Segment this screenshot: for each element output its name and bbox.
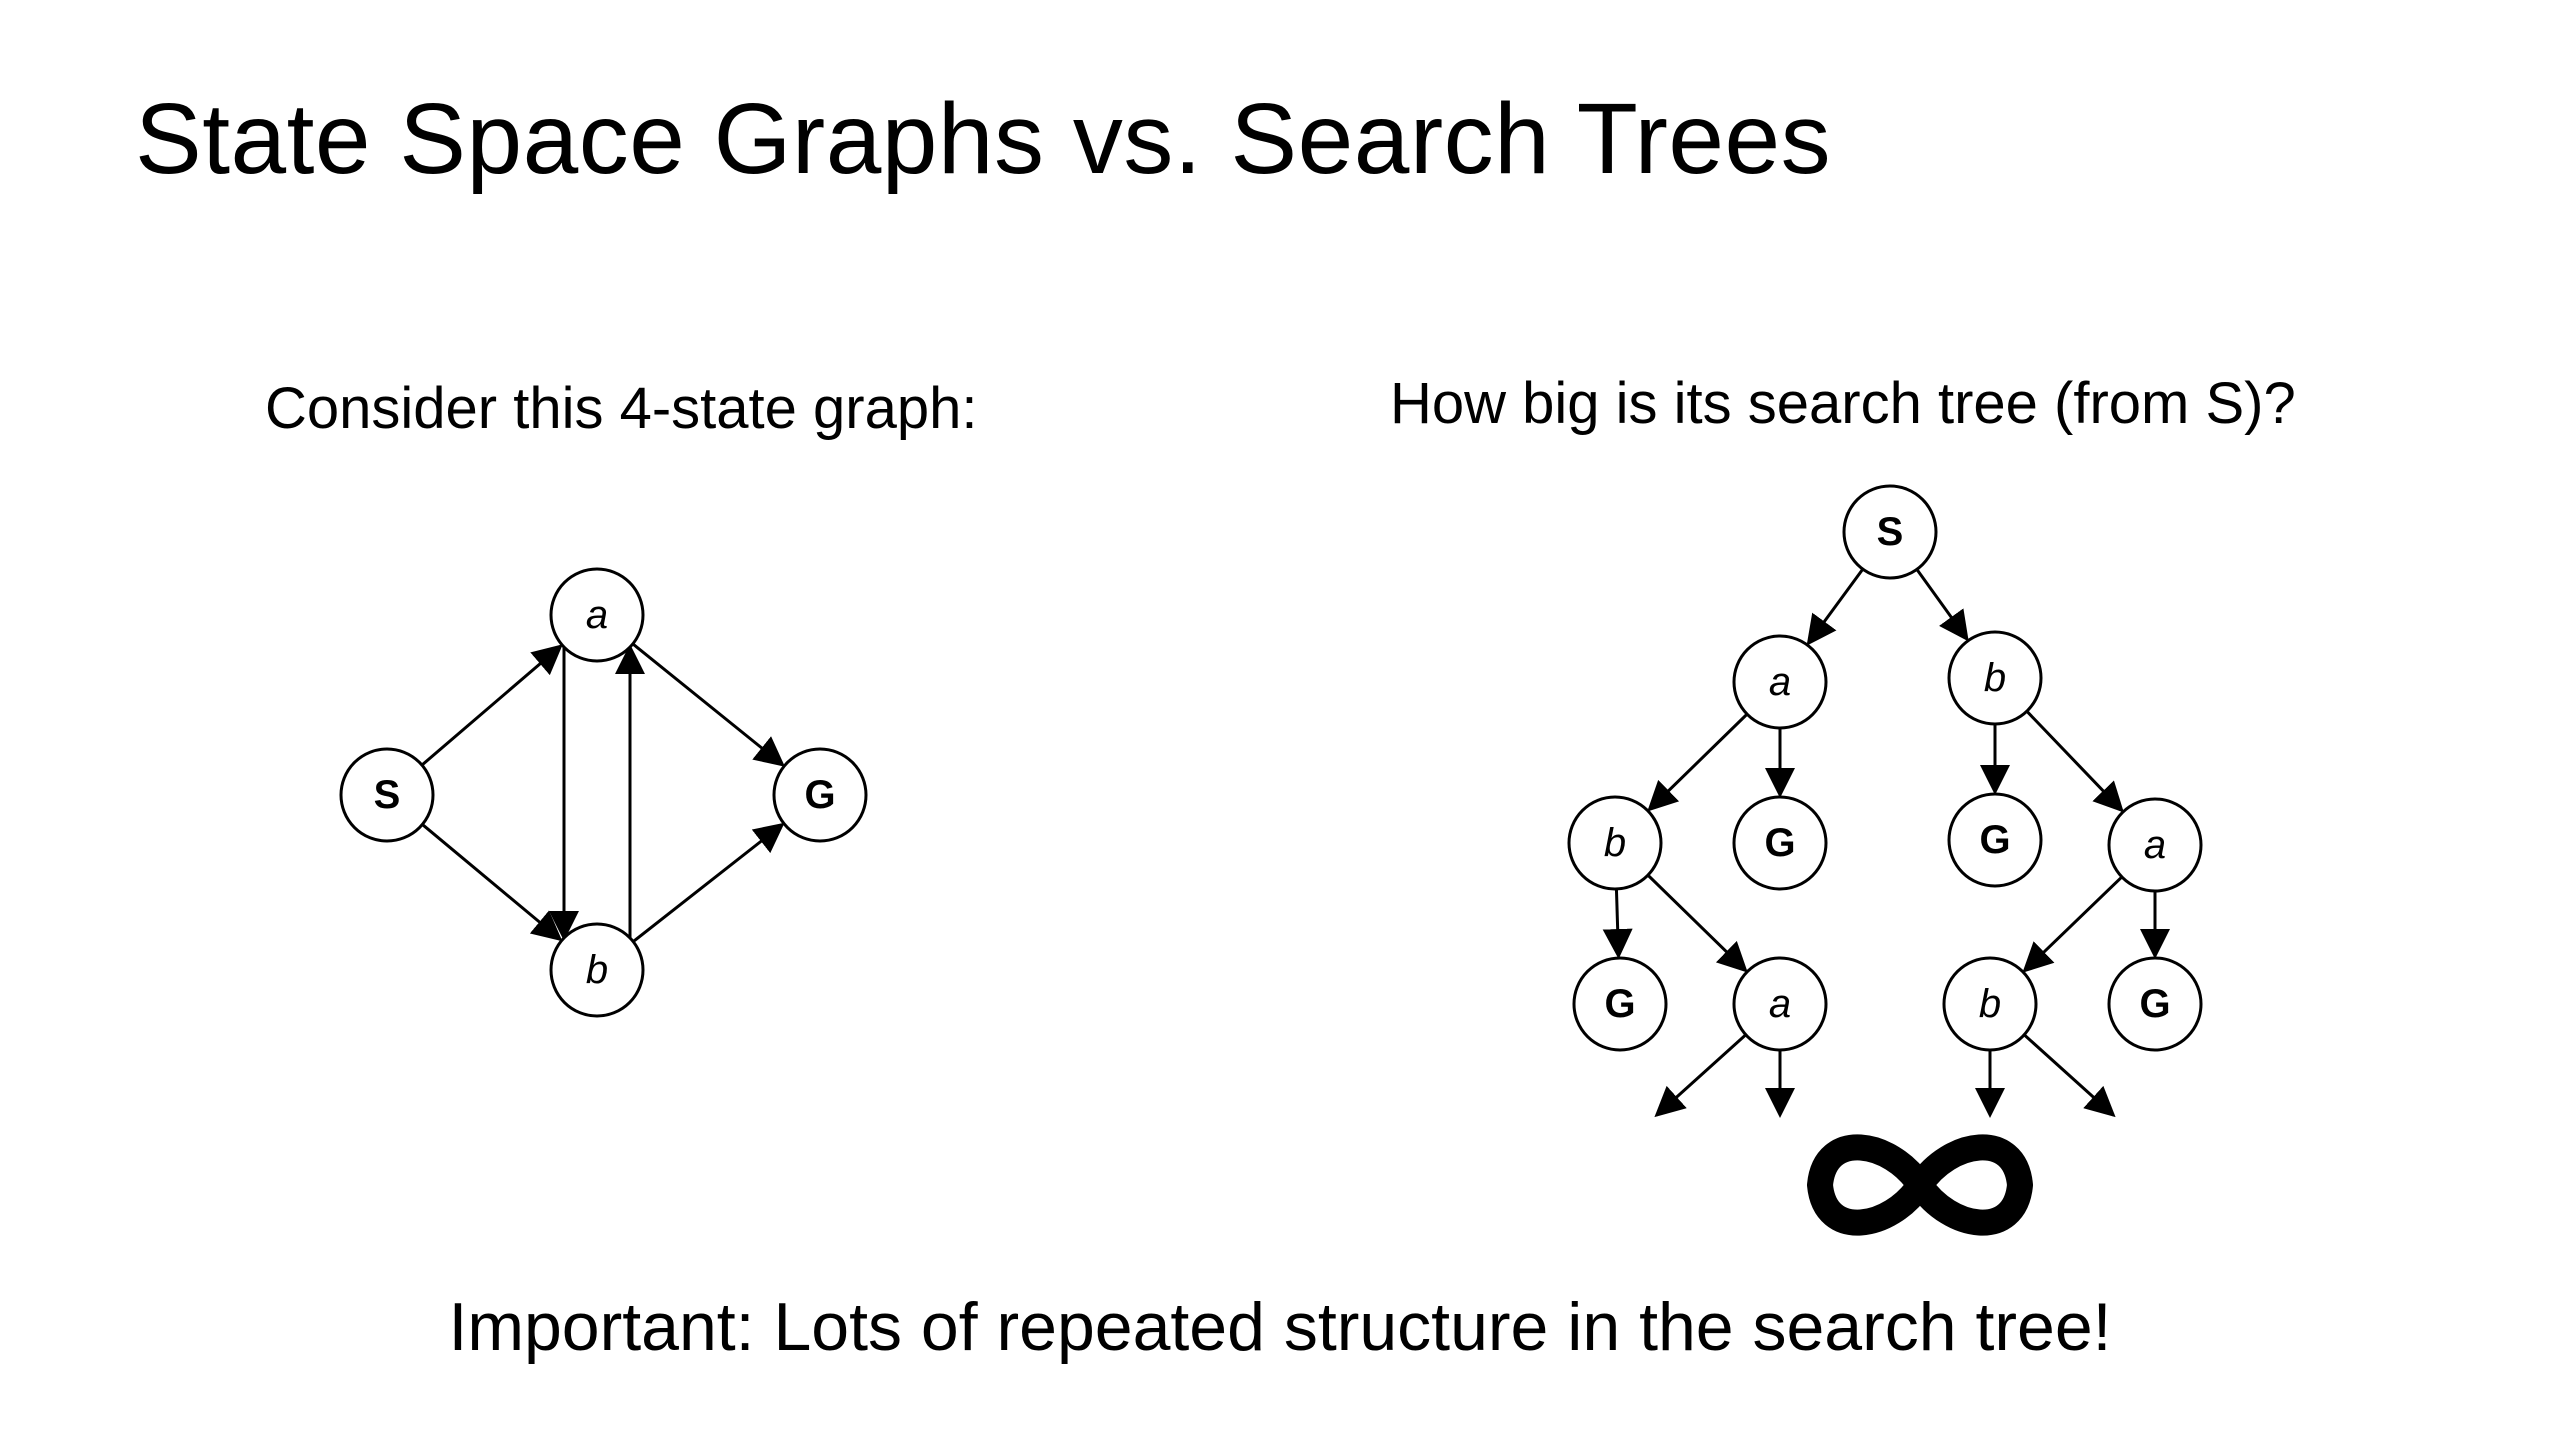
node-circle [1732, 795, 1828, 891]
tree-node-t_g3: G [1572, 956, 1668, 1052]
node-label: S [374, 773, 401, 817]
node-circle [2107, 797, 2203, 893]
node-circle [549, 567, 645, 663]
node-label: G [1764, 821, 1795, 865]
graph-node-g: G [772, 747, 868, 843]
node-label: a [586, 593, 608, 637]
node-label: G [804, 773, 835, 817]
node-circle [1732, 956, 1828, 1052]
tree-node-t_b1: b [1947, 630, 2043, 726]
graph-node-a: a [549, 567, 645, 663]
node-circle [1947, 792, 2043, 888]
graph-node-s: S [339, 747, 435, 843]
node-label: G [1979, 818, 2010, 862]
tree-node-t_g4: G [2107, 956, 2203, 1052]
node-label: a [1769, 982, 1791, 1026]
node-label: b [1979, 982, 2001, 1026]
graph-node-b: b [549, 922, 645, 1018]
node-circle [549, 922, 645, 1018]
slide-title: State Space Graphs vs. Search Trees [135, 83, 1832, 195]
node-circle [1567, 795, 1663, 891]
node-circle [339, 747, 435, 843]
tree-node-t_a1: a [1732, 634, 1828, 730]
node-label: G [1604, 982, 1635, 1026]
tree-continuation-t_a3-0 [1654, 1033, 1747, 1118]
tree-continuation-t_b3-1 [2023, 1033, 2116, 1118]
node-circle [1732, 634, 1828, 730]
node-label: a [1769, 660, 1791, 704]
graph-edge-b-g [632, 822, 785, 943]
graph-edge-a-g [631, 642, 785, 767]
tree-node-t_g2: G [1947, 792, 2043, 888]
tree-edge-t_S-t_a1 [1806, 568, 1865, 646]
state-space-graph: Sa b G [339, 567, 868, 1018]
node-label: b [1604, 821, 1626, 865]
node-label: a [2144, 823, 2166, 867]
right-caption: How big is its search tree (from S)? [1390, 371, 2296, 436]
tree-node-t_a2: a [2107, 797, 2203, 893]
tree-edge-t_b2-t_G3 [1602, 888, 1633, 960]
node-label: S [1877, 510, 1904, 554]
node-label: b [1984, 656, 2006, 700]
node-label: G [2139, 982, 2170, 1026]
node-circle [1842, 484, 1938, 580]
tree-node-t_a3: a [1732, 956, 1828, 1052]
node-circle [1947, 630, 2043, 726]
node-circle [1942, 956, 2038, 1052]
tree-node-t_b3: b [1942, 956, 2038, 1052]
node-circle [2107, 956, 2203, 1052]
node-circle [1572, 956, 1668, 1052]
graph-edge-s-b [421, 823, 563, 942]
tree-edge-t_S-t_b1 [1915, 568, 1969, 642]
tree-edge-t_a2-t_b3 [2022, 875, 2123, 973]
tree-node-t_g1: G [1732, 795, 1828, 891]
footer-text: Important: Lots of repeated structure in… [448, 1289, 2112, 1365]
left-caption: Consider this 4-state graph: [265, 376, 978, 441]
node-label: b [586, 948, 608, 992]
tree-edge-t_b2-t_a3 [1646, 874, 1748, 973]
infinity-icon [1807, 1134, 2033, 1236]
tree-node-t_s: S [1842, 484, 1938, 580]
tree-node-t_b2: b [1567, 795, 1663, 891]
node-circle [772, 747, 868, 843]
tree-edge-t_a1-t_b2 [1647, 713, 1749, 812]
tree-edge-t_b1-t_a2 [2025, 710, 2124, 813]
graph-edge-s-a [420, 644, 563, 767]
